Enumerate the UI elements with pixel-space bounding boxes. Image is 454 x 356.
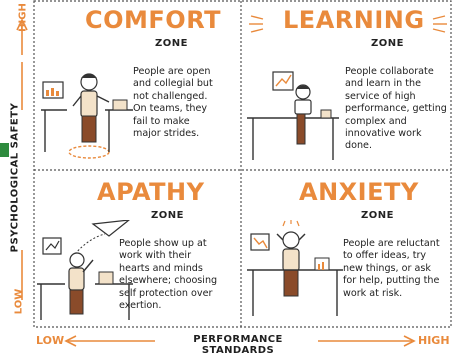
apathy-zone-label: ZONE [151, 210, 184, 221]
learning-illustration [247, 71, 339, 160]
x-axis-high-label: HIGH [418, 334, 450, 347]
x-axis-title: PERFORMANCE STANDARDS [193, 334, 283, 356]
anxiety-illustration [247, 220, 343, 316]
edge-tab [0, 143, 9, 157]
comfort-description: People are open and collegial but not ch… [133, 66, 213, 140]
zone-grid: COMFORT ZONE People are open and collegi… [33, 0, 452, 330]
x-axis-arrow [64, 335, 416, 347]
learning-description: People collaborate and learn in the serv… [345, 66, 447, 152]
comfort-zone: COMFORT ZONE People are open and collegi… [33, 0, 241, 170]
y-axis-high-label: HIGH [17, 3, 29, 32]
apathy-illustration [37, 220, 133, 320]
y-axis-arrow [16, 18, 28, 300]
comfort-zone-label: ZONE [155, 38, 188, 49]
learning-zone: LEARNING ZONE People collaborate and lea… [241, 0, 452, 170]
anxiety-description: People are reluctant to offer ideas, try… [343, 238, 440, 299]
x-axis-low-label: LOW [36, 334, 65, 347]
anxiety-zone: ANXIETY ZONE People are reluctant to off… [241, 170, 452, 327]
apathy-description: People show up at work with their hearts… [119, 238, 218, 312]
grid-lines [33, 0, 452, 328]
apathy-zone: APATHY ZONE People show up at work with … [33, 170, 241, 327]
learning-title: LEARNING [283, 6, 425, 34]
anxiety-title: ANXIETY [299, 178, 419, 206]
learning-sparkles [249, 15, 447, 33]
comfort-title: COMFORT [85, 6, 221, 34]
anxiety-zone-label: ZONE [361, 210, 394, 221]
y-axis: HIGH PSYCHOLOGICAL SAFETY LOW [0, 0, 30, 330]
learning-zone-label: ZONE [371, 38, 404, 49]
y-axis-title: PSYCHOLOGICAL SAFETY [9, 102, 21, 253]
x-axis: LOW PERFORMANCE STANDARDS HIGH [0, 330, 454, 356]
comfort-illustration [41, 73, 133, 159]
y-axis-low-label: LOW [13, 288, 25, 315]
apathy-title: APATHY [97, 178, 205, 206]
